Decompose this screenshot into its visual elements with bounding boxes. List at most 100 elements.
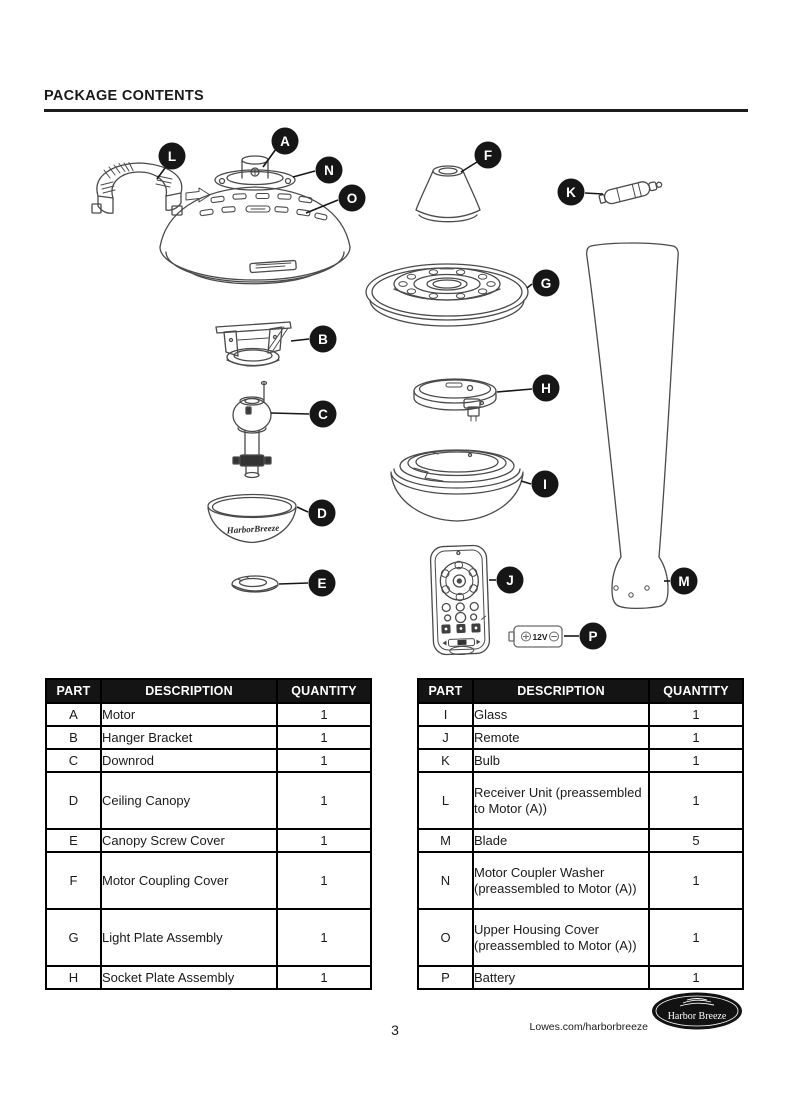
ceiling-canopy-drawing: HarborBreeze	[207, 493, 297, 544]
description-cell: Socket Plate Assembly	[100, 965, 278, 990]
svg-text:F: F	[484, 148, 492, 163]
part-cell: M	[417, 828, 474, 853]
svg-text:K: K	[566, 185, 576, 200]
motor-coupling-cover-drawing	[415, 165, 481, 223]
svg-text:P: P	[588, 629, 597, 644]
part-cell: N	[417, 851, 474, 910]
quantity-cell: 1	[648, 771, 744, 830]
motor-drawing	[159, 155, 351, 285]
description-cell: Receiver Unit (preassembled to Motor (A)…	[472, 771, 650, 830]
description-cell: Glass	[472, 702, 650, 727]
part-cell: G	[45, 908, 102, 967]
svg-text:E: E	[317, 576, 326, 591]
quantity-cell: 1	[648, 908, 744, 967]
callout-d: D	[308, 499, 336, 527]
harborbreeze-logo: Harbor Breeze	[652, 992, 742, 1030]
callout-o: O	[338, 184, 366, 212]
description-cell: Canopy Screw Cover	[100, 828, 278, 853]
quantity-cell: 1	[276, 828, 372, 853]
quantity-cell: 1	[276, 748, 372, 773]
quantity-cell: 1	[648, 748, 744, 773]
description-cell: Hanger Bracket	[100, 725, 278, 750]
description-cell: Blade	[472, 828, 650, 853]
part-cell: H	[45, 965, 102, 990]
svg-text:O: O	[347, 191, 358, 206]
quantity-cell: 5	[648, 828, 744, 853]
callout-b: B	[309, 325, 337, 353]
part-cell: C	[45, 748, 102, 773]
callout-badges: A L N O F K G B H C I D E J M P	[158, 127, 698, 650]
svg-text:L: L	[168, 149, 176, 164]
callout-h: H	[532, 374, 560, 402]
description-cell: Battery	[472, 965, 650, 990]
description-cell: Bulb	[472, 748, 650, 773]
canopy-brand-text: HarborBreeze	[225, 523, 279, 536]
table-header-row: PART DESCRIPTION QUANTITY	[417, 678, 744, 704]
downrod-drawing	[232, 380, 272, 479]
page-title: PACKAGE CONTENTS	[44, 88, 748, 112]
receiver-unit-drawing	[91, 162, 183, 216]
svg-text:A: A	[280, 134, 290, 149]
hanger-bracket-drawing	[215, 321, 292, 367]
quantity-cell: 1	[276, 702, 372, 727]
part-cell: K	[417, 748, 474, 773]
battery-voltage-text: 12V	[532, 632, 547, 642]
quantity-cell: 1	[648, 702, 744, 727]
callout-leader-lines	[156, 148, 670, 637]
description-cell: Ceiling Canopy	[100, 771, 278, 830]
column-header-part: PART	[417, 678, 474, 704]
quantity-cell: 1	[276, 908, 372, 967]
glass-drawing	[390, 449, 524, 522]
part-cell: F	[45, 851, 102, 910]
svg-text:H: H	[541, 381, 551, 396]
callout-i: I	[531, 470, 559, 498]
part-cell: J	[417, 725, 474, 750]
callout-f: F	[474, 141, 502, 169]
canopy-screw-cover-drawing	[231, 575, 279, 593]
light-plate-assembly-drawing	[365, 263, 529, 327]
svg-text:D: D	[317, 506, 327, 521]
remote-drawing	[429, 544, 491, 656]
logo-wave-icon	[679, 998, 715, 1007]
callout-j: J	[496, 566, 524, 594]
callout-p: P	[579, 622, 607, 650]
column-header-description: DESCRIPTION	[100, 678, 278, 704]
part-cell: A	[45, 702, 102, 727]
callout-l: L	[158, 142, 186, 170]
battery-drawing: 12V	[508, 625, 563, 648]
description-cell: Motor Coupler Washer (preassembled to Mo…	[472, 851, 650, 910]
quantity-cell: 1	[648, 851, 744, 910]
part-cell: I	[417, 702, 474, 727]
quantity-cell: 1	[276, 725, 372, 750]
callout-g: G	[532, 269, 560, 297]
svg-text:I: I	[543, 477, 547, 492]
part-cell: D	[45, 771, 102, 830]
callout-k: K	[557, 178, 585, 206]
description-cell: Light Plate Assembly	[100, 908, 278, 967]
callout-m: M	[670, 567, 698, 595]
page-number: 3	[391, 1022, 399, 1038]
quantity-cell: 1	[276, 771, 372, 830]
svg-text:B: B	[318, 332, 328, 347]
callout-c: C	[309, 400, 337, 428]
quantity-cell: 1	[276, 965, 372, 990]
part-cell: B	[45, 725, 102, 750]
column-header-description: DESCRIPTION	[472, 678, 650, 704]
